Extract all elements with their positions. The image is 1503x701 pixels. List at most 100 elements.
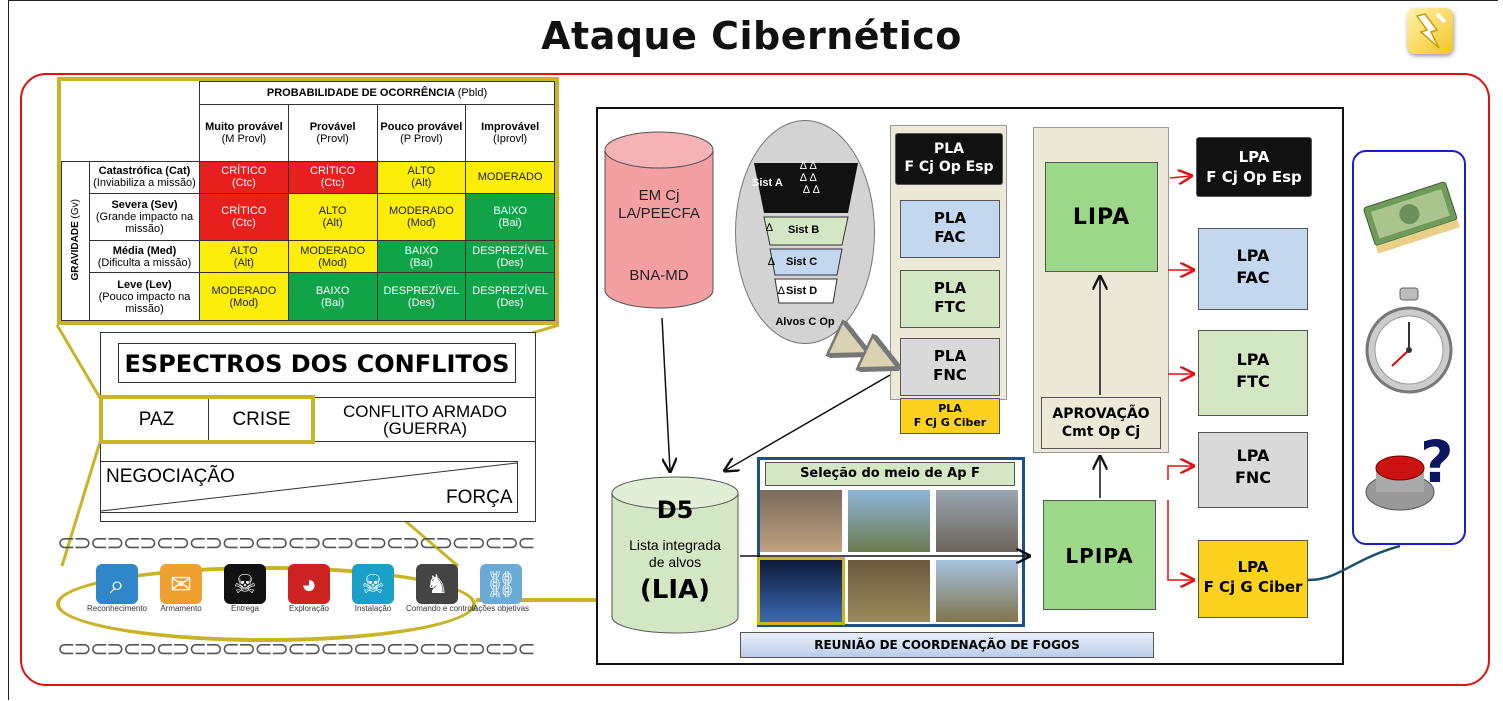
kill-chain-step-icon: ⛓ bbox=[480, 564, 522, 604]
kill-chain: ⌕Reconhecimento✉Armamento☠Entrega◕Explor… bbox=[86, 562, 536, 638]
risk-row: Leve (Lev)(Pouco impacto na missão)MODER… bbox=[62, 272, 555, 321]
kill-chain-step-icon: ⌕ bbox=[96, 564, 138, 604]
spectrum-crise: CRISE bbox=[232, 409, 291, 430]
reuniao-bar: REUNIÃO DE COORDENAÇÃO DE FOGOS bbox=[740, 632, 1154, 658]
sist-d-triangle: ∆ bbox=[778, 285, 785, 297]
photo-fire-support bbox=[848, 490, 930, 552]
prob-col-header: Provável(Provl) bbox=[287, 104, 378, 162]
kill-chain-step-icon: ☠ bbox=[224, 564, 266, 604]
risk-cell: DESPREZÍVEL(Des) bbox=[376, 272, 467, 321]
risk-cell: MODERADO(Mod) bbox=[199, 272, 289, 321]
kill-chain-step-label: Entrega bbox=[230, 604, 260, 613]
kill-chain-step-icon: ◕ bbox=[288, 564, 330, 604]
sist-a-triangles: ∆ ∆∆ ∆ ∆ ∆ bbox=[800, 160, 820, 196]
risk-row: GRAVIDADE (Gv)Catastrófica (Cat)(Inviabi… bbox=[61, 160, 555, 322]
spectrum-conflito: CONFLITO ARMADO(GUERRA) bbox=[342, 402, 508, 438]
prob-col-header: Pouco provável(P Provl) bbox=[376, 104, 467, 162]
risk-cell: BAIXO(Bai) bbox=[376, 240, 467, 274]
gravity-label: GRAVIDADE (Gv) bbox=[61, 160, 90, 322]
risk-cell: CRÍTICO(Ctc) bbox=[199, 160, 289, 194]
photo-fire-support bbox=[936, 490, 1018, 552]
kill-chain-step: ☠Entrega bbox=[214, 564, 276, 613]
kill-chain-step-label: Comando e controle bbox=[406, 604, 479, 613]
button-question-icon: ? bbox=[1362, 422, 1460, 518]
kill-chain-step-label: Exploração bbox=[288, 604, 330, 613]
gravity-row-label: Leve (Lev)(Pouco impacto na missão) bbox=[89, 272, 200, 321]
gravity-row-label: Média (Med)(Dificulta a missão) bbox=[89, 240, 200, 274]
kill-chain-step: ◕Exploração bbox=[278, 564, 340, 613]
risk-cell: MODERADO(Mod) bbox=[287, 240, 378, 274]
stopwatch-icon bbox=[1362, 284, 1456, 400]
paz-crise-highlight bbox=[99, 395, 315, 444]
selecao-title: Seleção do meio de Ap F bbox=[765, 462, 1015, 486]
risk-row: Média (Med)(Dificulta a missão)ALTO(Alt)… bbox=[62, 240, 555, 274]
spectrum-row bbox=[100, 397, 536, 442]
main-red-container bbox=[20, 73, 1490, 686]
page-title: Ataque Cibernético bbox=[541, 14, 962, 58]
svg-text:?: ? bbox=[1420, 428, 1454, 496]
risk-cell: BAIXO(Bai) bbox=[287, 272, 378, 321]
photo-cyber bbox=[757, 557, 845, 625]
photo-fire-support bbox=[760, 490, 842, 552]
lia-label: (LIA) bbox=[639, 575, 711, 605]
kill-chain-step: ⛓Ações objetivas bbox=[470, 564, 532, 613]
kill-chain-step: ♞Comando e controle bbox=[406, 564, 479, 613]
lightning-icon bbox=[1407, 8, 1453, 54]
kill-chain-step: ☠Instalação bbox=[342, 564, 404, 613]
sist-b-triangles: ∆ bbox=[766, 222, 773, 234]
targets-ellipse bbox=[735, 120, 875, 344]
db-d5 bbox=[611, 475, 739, 635]
gravity-row-label: Severa (Sev)(Grande impacto na missão) bbox=[89, 192, 200, 242]
kill-chain-step-label: Reconhecimento bbox=[86, 604, 148, 613]
lipa-doc: LIPA bbox=[1045, 162, 1158, 272]
kill-chain-step-label: Ações objetivas bbox=[472, 604, 530, 613]
risk-matrix: PROBABILIDADE DE OCORRÊNCIA (Pbld) Muito… bbox=[57, 77, 559, 325]
sist-d-label: Sist D bbox=[786, 285, 818, 297]
photo-fire-support bbox=[848, 560, 930, 622]
db-emcj bbox=[604, 130, 714, 310]
prob-header: PROBABILIDADE DE OCORRÊNCIA (Pbld) bbox=[199, 80, 555, 106]
kill-chain-step-label: Armamento bbox=[160, 604, 202, 613]
sist-b-label: Sist B bbox=[788, 224, 820, 236]
lpipa-doc: LPIPA bbox=[1043, 500, 1156, 610]
risk-cell: MODERADO(Mod) bbox=[376, 192, 467, 242]
risk-cell: BAIXO(Bai) bbox=[465, 192, 555, 242]
spectrum-paz: PAZ bbox=[138, 409, 175, 430]
sist-c-label: Sist C bbox=[786, 256, 818, 268]
negociacao-label: NEGOCIAÇÃO bbox=[106, 466, 235, 487]
risk-cell: MODERADO bbox=[465, 160, 555, 194]
photo-grid bbox=[757, 490, 1022, 625]
risk-cell: ALTO(Alt) bbox=[376, 160, 467, 194]
sist-a-label: Sist A bbox=[752, 177, 783, 189]
espectros-title: ESPECTROS DOS CONFLITOS bbox=[118, 343, 516, 383]
prob-col-header: Muito provável(M Provl) bbox=[199, 104, 289, 162]
gravity-row-label: Catastrófica (Cat)(Inviabiliza a missão) bbox=[89, 160, 200, 194]
spectrum-divider bbox=[208, 399, 209, 440]
outer-frame bbox=[8, 0, 1498, 700]
alvos-label: Alvos C Op bbox=[775, 316, 835, 328]
risk-cell: DESPREZÍVEL(Des) bbox=[465, 240, 555, 274]
money-icon bbox=[1360, 176, 1460, 256]
kill-chain-step-icon: ✉ bbox=[160, 564, 202, 604]
kill-chain-step-icon: ♞ bbox=[416, 564, 458, 604]
photo-fire-support bbox=[936, 560, 1018, 622]
bnamd-label: BNA-MD bbox=[629, 267, 689, 284]
kill-chain-step-icon: ☠ bbox=[352, 564, 394, 604]
risk-cell: DESPREZÍVEL(Des) bbox=[465, 272, 555, 321]
d5-title: D5 bbox=[656, 496, 694, 524]
kill-chain-step: ⌕Reconhecimento bbox=[86, 564, 148, 613]
risk-row: Severa (Sev)(Grande impacto na missão)CR… bbox=[62, 192, 555, 242]
chain-top: ⊂⊃⊂⊃⊂⊃⊂⊃⊂⊃⊂⊃⊂⊃⊂⊃⊂⊃⊂⊃⊂⊃⊂⊃⊂⊃⊂⊃⊂⊃⊂⊃⊂⊃⊂⊃⊂⊃⊂⊃… bbox=[57, 530, 535, 555]
kill-chain-ellipse bbox=[56, 566, 476, 642]
